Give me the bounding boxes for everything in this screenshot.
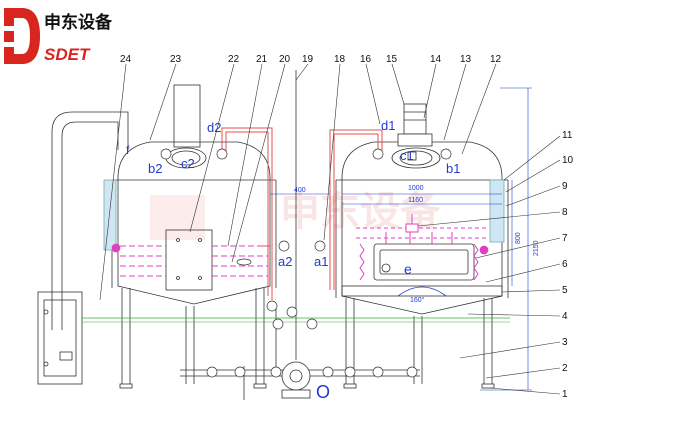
callout-6: 6 xyxy=(562,259,568,270)
left-tank-shell xyxy=(117,141,271,305)
valve-a1 xyxy=(314,240,326,252)
right-tank-shell xyxy=(341,141,503,315)
dimension-lines xyxy=(270,87,532,391)
angle-arc xyxy=(397,286,447,297)
port-c1: c1 xyxy=(400,148,414,163)
callout-11: 11 xyxy=(562,130,573,141)
right-sight-glass xyxy=(489,179,505,243)
right-rake-arms xyxy=(356,214,488,281)
process-piping xyxy=(221,127,383,300)
port-a1: a1 xyxy=(314,254,328,269)
port-c2: c2 xyxy=(181,156,195,171)
port-o: O xyxy=(316,382,330,402)
port-d1: d1 xyxy=(381,118,395,133)
plate-heat-exchanger xyxy=(37,291,83,385)
brand-logo: 申东设备 SDET xyxy=(4,8,113,64)
callout-18: 18 xyxy=(334,54,346,65)
agitator-motor xyxy=(403,103,427,135)
chimney xyxy=(173,84,201,148)
dim-tank-outer: 1160 xyxy=(408,197,423,204)
wort-pump xyxy=(281,361,311,399)
logo-mark-icon xyxy=(4,8,40,64)
left-sight-glass xyxy=(103,179,117,251)
callout-2: 2 xyxy=(562,363,568,374)
exhaust-pipe-inner xyxy=(61,121,119,330)
right-manway xyxy=(373,243,475,281)
brand-chinese-name: 申东设备 xyxy=(44,12,113,32)
port-b1: b1 xyxy=(446,161,460,176)
callout-numbers: 24 23 22 21 20 19 18 16 15 14 13 12 11 1… xyxy=(120,54,574,400)
false-bottom xyxy=(341,285,503,297)
callout-13: 13 xyxy=(460,54,472,65)
left-manway xyxy=(165,229,213,291)
callout-15: 15 xyxy=(386,54,398,65)
callout-22: 22 xyxy=(228,54,240,65)
callout-21: 21 xyxy=(256,54,268,65)
callout-23: 23 xyxy=(170,54,182,65)
port-a2: a2 xyxy=(278,254,292,269)
brand-english-name: SDET xyxy=(44,45,91,64)
valves xyxy=(111,148,489,378)
callout-12: 12 xyxy=(490,54,502,65)
watermark: 申东设备 xyxy=(150,190,441,240)
dim-tank-inner: 1000 xyxy=(408,185,424,192)
callout-10: 10 xyxy=(562,155,574,166)
callout-5: 5 xyxy=(562,285,568,296)
callout-1: 1 xyxy=(562,389,568,400)
dim-height: 2150 xyxy=(533,240,540,256)
callout-8: 8 xyxy=(562,207,568,218)
vent-stack xyxy=(51,84,201,330)
left-tank xyxy=(103,141,277,389)
valve-a2 xyxy=(278,240,290,252)
left-heater-port xyxy=(236,258,252,266)
callout-9: 9 xyxy=(562,181,568,192)
port-e: e xyxy=(404,261,412,277)
callout-19: 19 xyxy=(302,54,314,65)
port-labels: d2 c2 b2 f a2 d1 c1 b1 a1 e O xyxy=(126,118,460,402)
callout-14: 14 xyxy=(430,54,442,65)
callout-16: 16 xyxy=(360,54,372,65)
leader-lines xyxy=(99,63,561,395)
port-f: f xyxy=(126,143,130,157)
callout-3: 3 xyxy=(562,337,568,348)
dim-spacing: 400 xyxy=(294,187,306,194)
exhaust-pipe-outer xyxy=(51,111,129,330)
callout-24: 24 xyxy=(120,54,132,65)
dim-angle: 160° xyxy=(410,296,425,304)
port-d2: d2 xyxy=(207,120,221,135)
callout-4: 4 xyxy=(562,311,568,322)
left-heating-coils xyxy=(120,245,268,277)
port-b2: b2 xyxy=(148,161,162,176)
callout-20: 20 xyxy=(279,54,291,65)
base-piping xyxy=(82,70,510,400)
callout-7: 7 xyxy=(562,233,568,244)
dim-jacket: 800 xyxy=(515,232,522,244)
